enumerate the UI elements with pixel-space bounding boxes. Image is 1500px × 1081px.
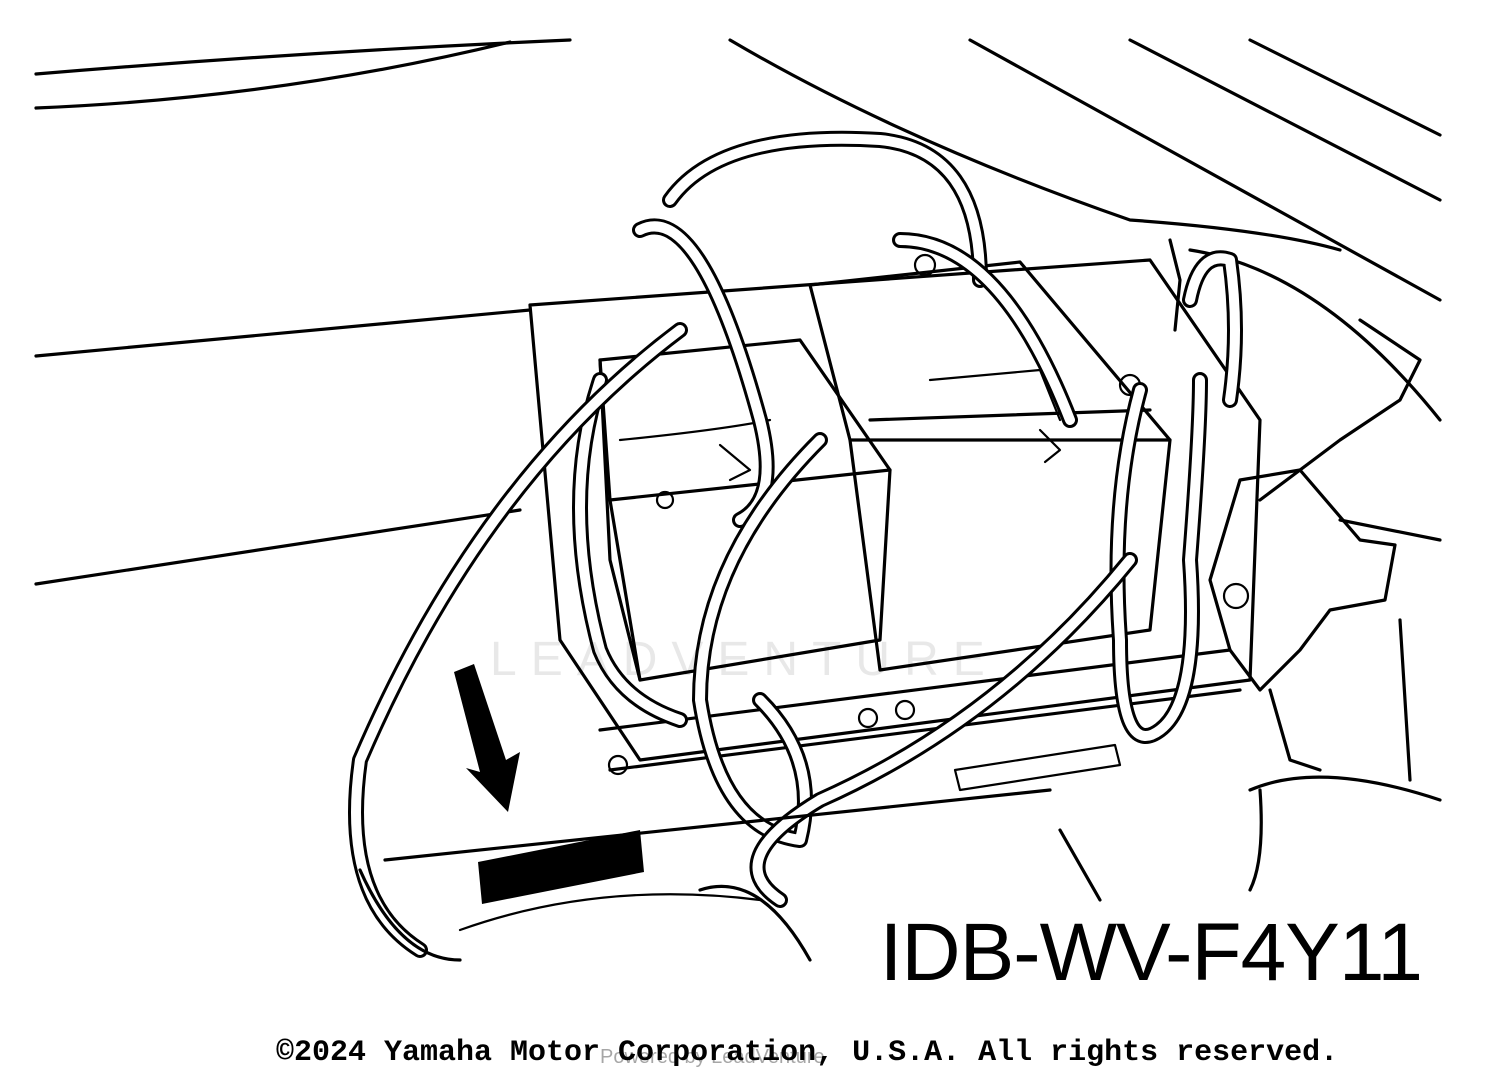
lower-panel (358, 788, 1102, 962)
battery-right (808, 253, 1172, 721)
down-arrow-icon (454, 664, 520, 812)
hull-contour-lines (34, 38, 1442, 586)
watermark: LEADVENTURE (490, 633, 999, 686)
part-code-label: IDB-WV-F4Y11 (879, 907, 1423, 998)
battery-cables (348, 130, 1243, 958)
copyright-notice: ©2024 Yamaha Motor Corporation, U.S.A. A… (276, 1036, 1339, 1070)
battery-left (598, 338, 892, 776)
connector-block (1208, 318, 1442, 892)
secondary-watermark: Powered by LeadVenture (600, 1046, 825, 1068)
label-plate (478, 830, 644, 904)
